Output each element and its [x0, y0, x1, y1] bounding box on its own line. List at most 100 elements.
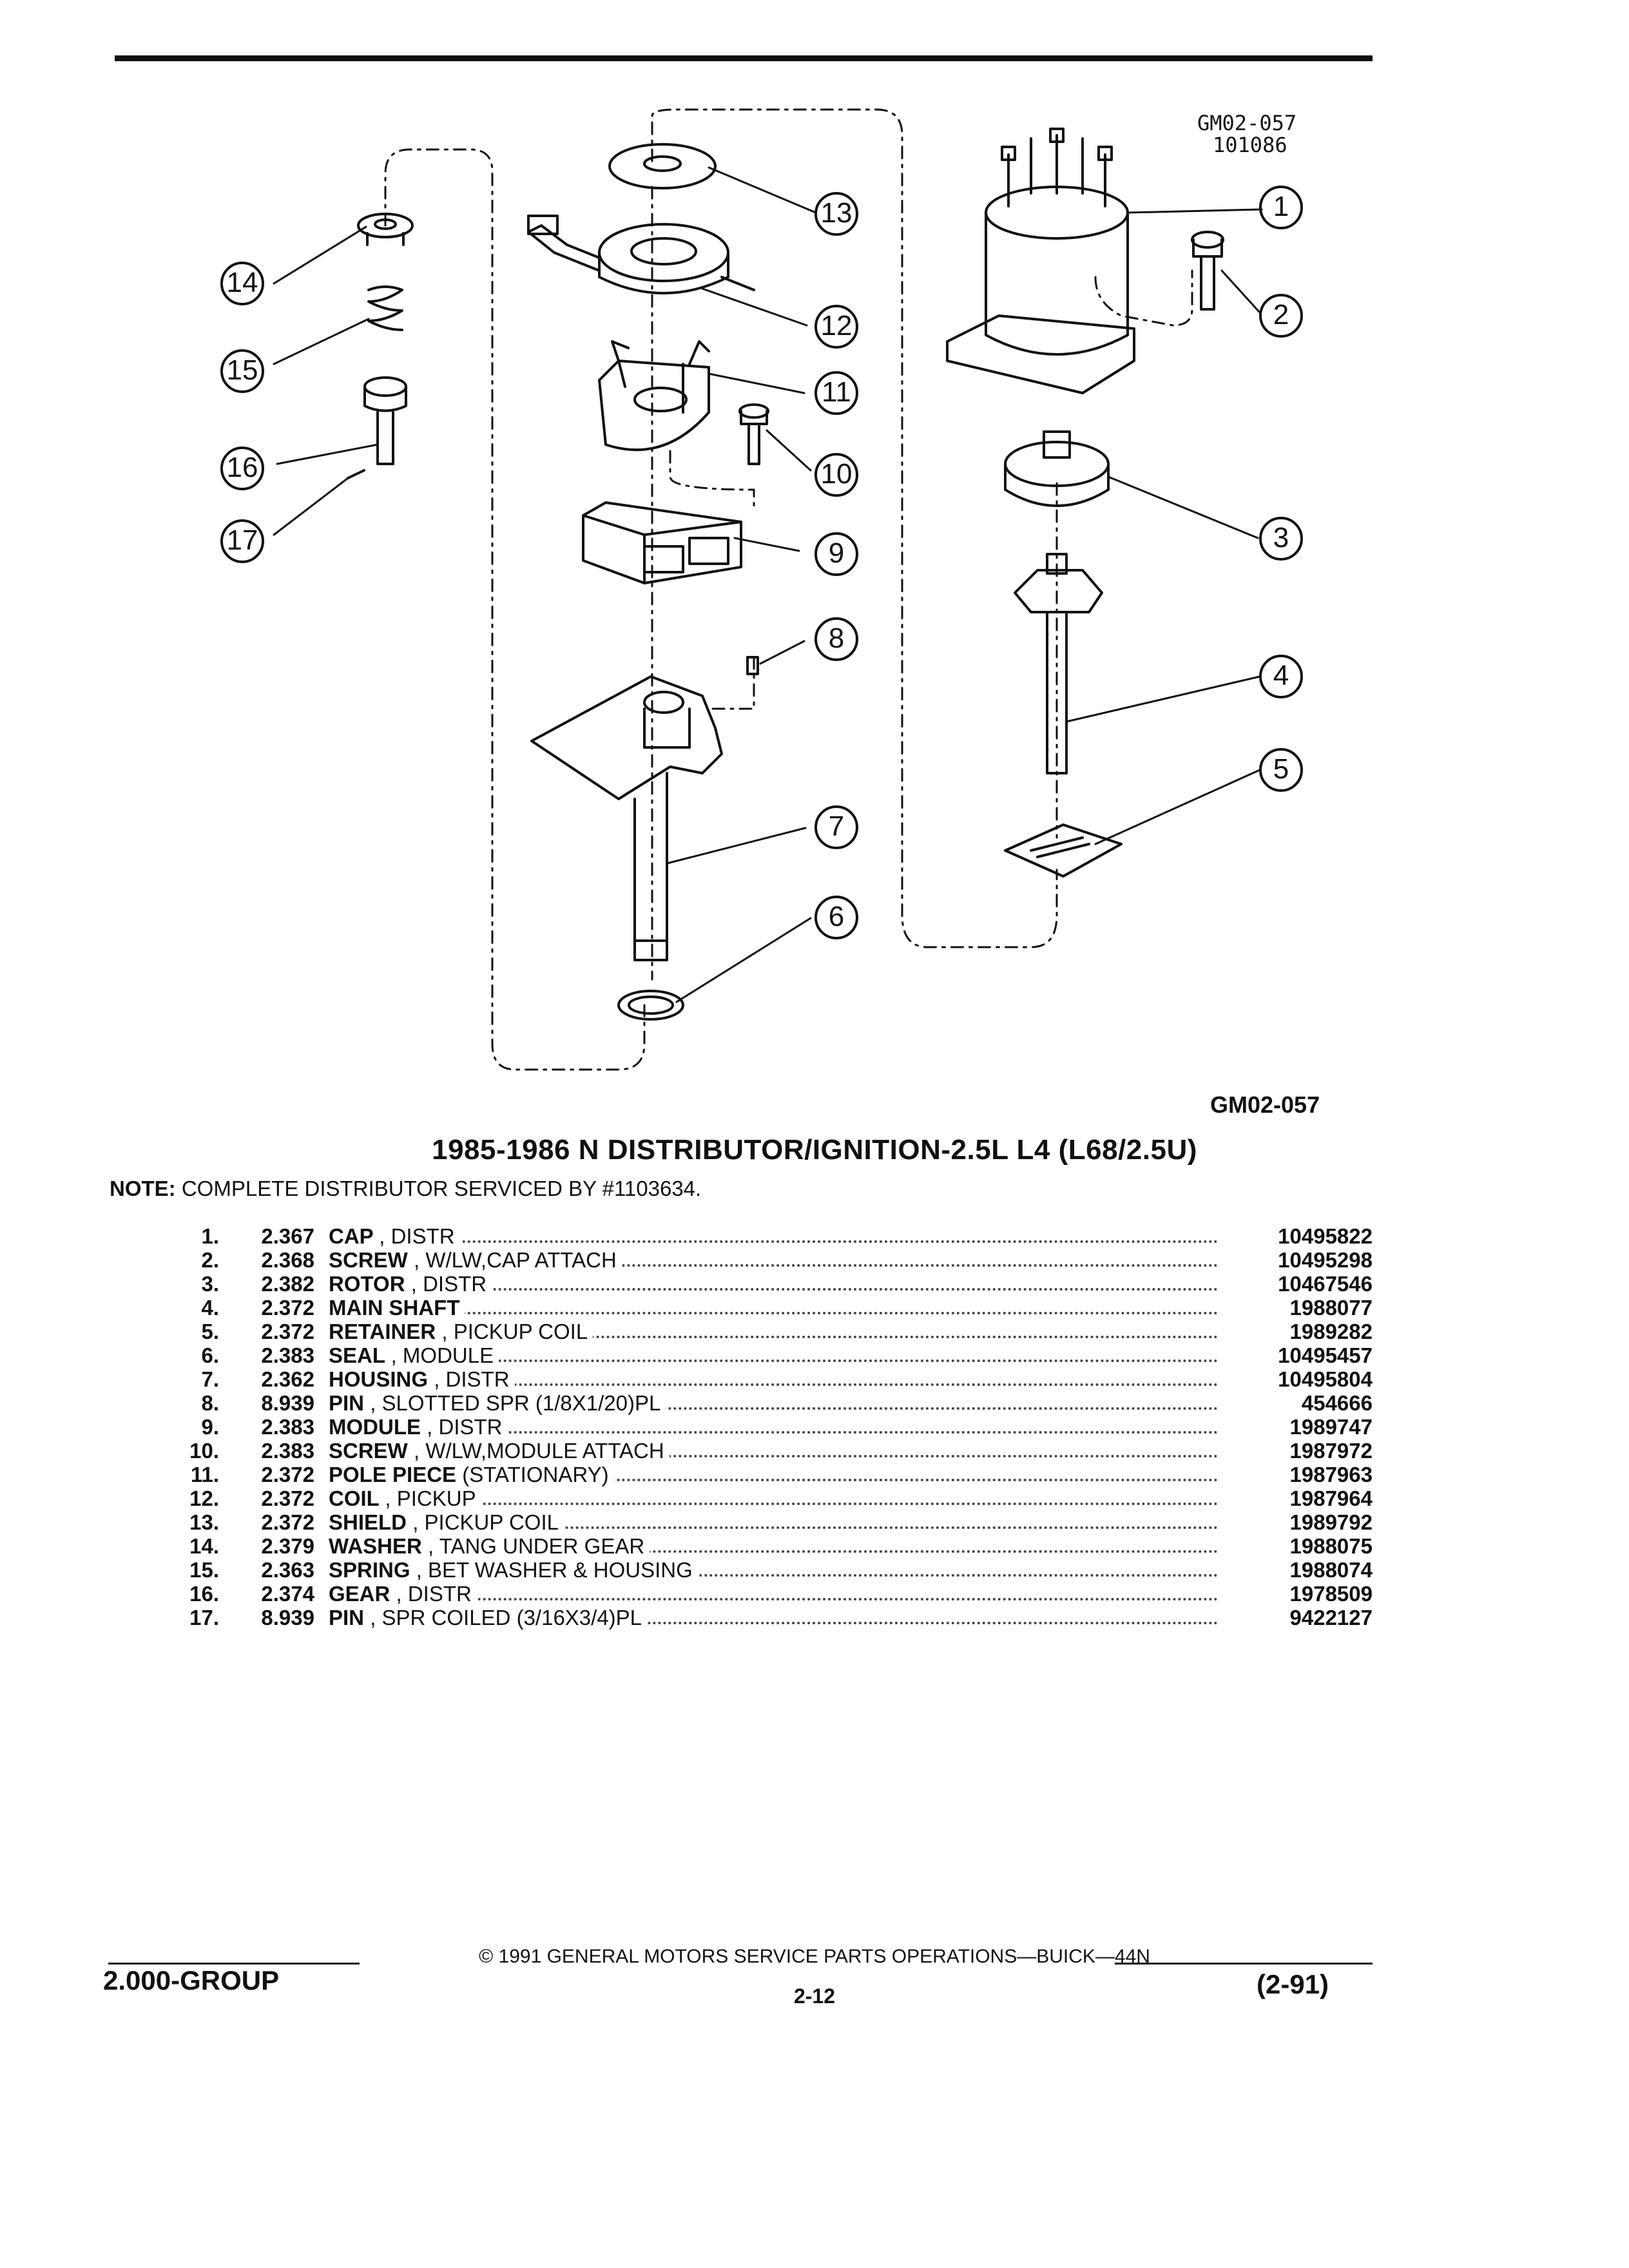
part-spring — [367, 285, 403, 331]
part-description: SHIELD , PICKUP COIL — [329, 1510, 1218, 1534]
part-coiled-pin — [347, 469, 365, 479]
item-number: 3. — [201, 1272, 219, 1296]
exploded-diagram — [220, 108, 1303, 1071]
part-desc: , DISTR — [434, 1367, 510, 1391]
part-name: SEAL — [329, 1343, 385, 1367]
footer-rule-right — [1115, 1963, 1373, 1965]
item-number: 2. — [201, 1248, 219, 1272]
page-title: 1985-1986 N DISTRIBUTOR/IGNITION-2.5L L4… — [432, 1134, 1197, 1166]
top-rule — [115, 55, 1373, 61]
part-name: PIN — [329, 1391, 365, 1415]
callout-12: 12 — [820, 310, 853, 341]
group-code: 2.367 — [261, 1224, 314, 1248]
part-description: CAP , DISTR — [329, 1224, 1218, 1248]
part-name: POLE PIECE — [329, 1463, 457, 1486]
callout-4: 4 — [1273, 660, 1289, 691]
part-name: PIN — [329, 1606, 365, 1629]
part-description: GEAR , DISTR — [329, 1582, 1218, 1606]
part-pole-piece — [598, 340, 710, 452]
part-number: 9422127 — [1289, 1606, 1373, 1629]
note-label: NOTE: — [110, 1177, 176, 1200]
parts-row: 2. 2.368 SCREW , W/LW,CAP ATTACH 10495298 — [168, 1248, 1373, 1272]
part-gear — [363, 376, 407, 465]
footer-page-number: 2-12 — [793, 1984, 836, 2008]
callout-10: 10 — [820, 458, 853, 490]
figure-id-line2: 101086 — [1213, 133, 1287, 157]
part-number: 10495298 — [1278, 1248, 1373, 1272]
part-number: 10495822 — [1278, 1224, 1373, 1248]
item-number: 8. — [201, 1391, 219, 1415]
part-desc: , PICKUP COIL — [412, 1510, 559, 1534]
group-code: 2.383 — [261, 1415, 314, 1439]
item-number: 9. — [201, 1415, 219, 1439]
group-code: 2.368 — [261, 1248, 314, 1272]
group-code: 2.383 — [261, 1343, 314, 1367]
part-shield — [608, 143, 717, 189]
callout-11: 11 — [822, 376, 851, 408]
part-name: RETAINER — [329, 1320, 436, 1343]
callout-7: 7 — [828, 811, 845, 842]
callout-17: 17 — [226, 524, 258, 556]
part-cap — [946, 128, 1135, 394]
part-description: PIN , SLOTTED SPR (1/8X1/20)PL — [329, 1391, 1218, 1415]
item-number: 12. — [189, 1486, 219, 1510]
part-desc: , PICKUP COIL — [441, 1320, 588, 1343]
group-code: 2.382 — [261, 1272, 314, 1296]
callout-5: 5 — [1273, 753, 1289, 785]
item-number: 17. — [189, 1606, 219, 1629]
part-name: MODULE — [329, 1415, 421, 1439]
part-description: MAIN SHAFT — [329, 1296, 1218, 1320]
part-desc: , PICKUP — [385, 1486, 476, 1510]
part-description: RETAINER , PICKUP COIL — [329, 1320, 1218, 1343]
part-name: CAP — [329, 1224, 374, 1248]
callout-3: 3 — [1273, 522, 1289, 553]
part-number: 454666 — [1301, 1391, 1373, 1415]
callout-16: 16 — [226, 452, 258, 483]
part-main-shaft — [1014, 553, 1103, 774]
item-number: 14. — [189, 1534, 219, 1558]
callout-1: 1 — [1273, 191, 1289, 222]
callout-2: 2 — [1273, 299, 1289, 331]
part-desc: , DISTR — [410, 1272, 487, 1296]
part-number: 1988074 — [1289, 1558, 1373, 1582]
item-number: 11. — [190, 1463, 219, 1486]
part-description: SEAL , MODULE — [329, 1343, 1218, 1367]
part-desc: , W/LW,MODULE ATTACH — [414, 1439, 664, 1463]
group-code: 2.372 — [261, 1296, 314, 1320]
callout-13: 13 — [820, 197, 853, 229]
part-number: 10495457 — [1278, 1343, 1373, 1367]
parts-row: 11. 2.372 POLE PIECE (STATIONARY) 1987963 — [168, 1463, 1373, 1486]
part-description: SCREW , W/LW,CAP ATTACH — [329, 1248, 1218, 1272]
part-description: POLE PIECE (STATIONARY) — [329, 1463, 1218, 1486]
part-number: 1987964 — [1289, 1486, 1373, 1510]
part-housing — [530, 675, 723, 961]
part-name: WASHER — [329, 1534, 422, 1558]
group-code: 8.939 — [261, 1606, 314, 1629]
part-number: 1987963 — [1289, 1463, 1373, 1486]
part-number: 1989792 — [1289, 1510, 1373, 1534]
part-module — [582, 501, 742, 584]
callout-circles — [220, 186, 1303, 939]
part-number: 1989747 — [1289, 1415, 1373, 1439]
figure-id: GM02-057 101086 — [1197, 112, 1296, 156]
group-code: 2.374 — [261, 1582, 314, 1606]
part-pickup-coil — [527, 215, 755, 294]
item-number: 1. — [201, 1224, 219, 1248]
figure-id-line1: GM02-057 — [1197, 111, 1297, 135]
group-code: 2.372 — [261, 1463, 314, 1486]
item-number: 4. — [201, 1296, 219, 1320]
part-washer — [357, 213, 414, 246]
part-number: 1989282 — [1289, 1320, 1373, 1343]
group-code: 2.372 — [261, 1510, 314, 1534]
part-name: GEAR — [329, 1582, 390, 1606]
part-retainer — [1004, 823, 1123, 878]
part-name: SHIELD — [329, 1510, 407, 1534]
part-description: COIL , PICKUP — [329, 1486, 1218, 1510]
